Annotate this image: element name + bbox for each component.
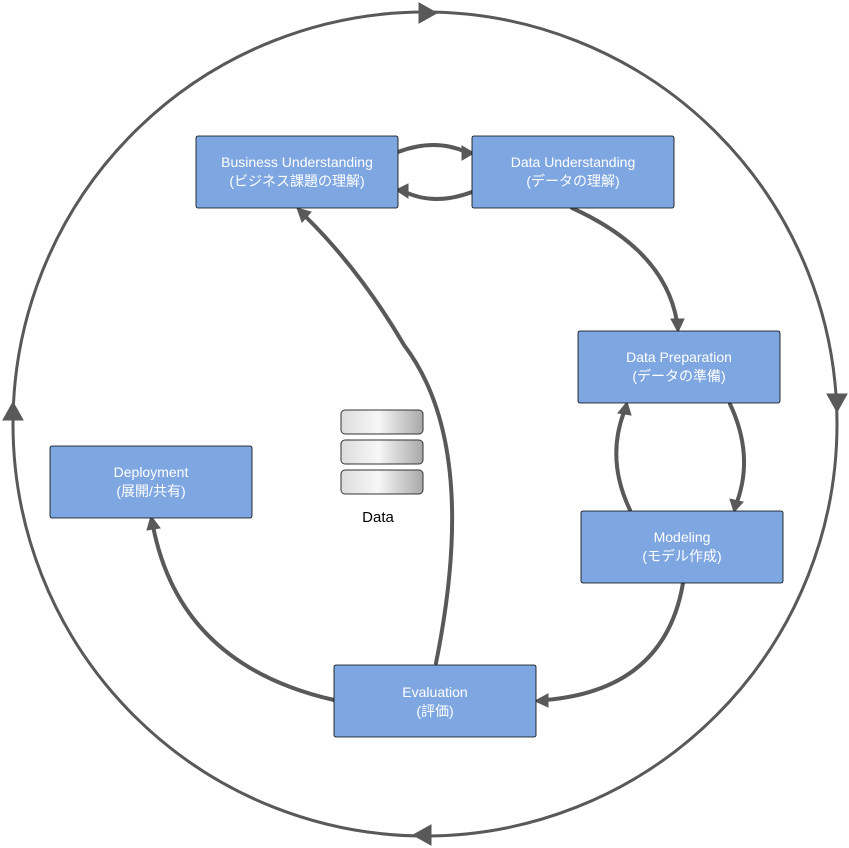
- arrow-preparation-to-modeling: [728, 402, 746, 504]
- database-disk-middle: [340, 439, 424, 465]
- box-data-preparation-title: Data Preparation: [626, 349, 732, 365]
- box-business-understanding-title: Business Understanding: [221, 154, 373, 170]
- arrow-data-understanding-to-business: [403, 190, 474, 201]
- arrow-modeling-to-preparation: [614, 410, 632, 512]
- arrow-evaluation-to-business: [303, 214, 455, 665]
- box-data-understanding-subtitle: (データの理解): [526, 173, 619, 189]
- arrow-business-to-data-understanding-head: [461, 145, 475, 161]
- arrow-evaluation-to-deployment-head: [146, 514, 161, 531]
- arrow-modeling-to-evaluation: [543, 581, 685, 702]
- box-modeling: Modeling (モデル作成): [580, 510, 784, 584]
- arrow-evaluation-to-business-head: [296, 207, 312, 223]
- arrow-business-to-data-understanding: [396, 143, 468, 154]
- box-evaluation: Evaluation (評価): [333, 664, 537, 738]
- outer-arrow-right: [826, 393, 848, 414]
- arrow-data-understanding-to-business-head: [395, 183, 409, 199]
- database-label: Data: [362, 509, 394, 526]
- database-icon: [340, 409, 424, 495]
- outer-arrow-top: [418, 2, 439, 24]
- box-deployment-title: Deployment: [114, 464, 189, 480]
- arrow-data-understanding-to-preparation-head: [670, 318, 685, 334]
- box-deployment: Deployment (展開/共有): [49, 445, 253, 519]
- outer-arrow-left: [2, 400, 24, 421]
- arrow-data-understanding-to-preparation: [570, 206, 679, 324]
- box-business-understanding: Business Understanding (ビジネス課題の理解): [195, 135, 399, 209]
- database-disk-top: [340, 409, 424, 435]
- box-data-preparation-subtitle: (データの準備): [632, 368, 725, 384]
- arrow-preparation-to-modeling-head: [729, 498, 744, 513]
- arrow-modeling-to-evaluation-head: [533, 693, 549, 708]
- box-data-preparation: Data Preparation (データの準備): [577, 330, 781, 404]
- box-modeling-subtitle: (モデル作成): [642, 548, 721, 564]
- database-disk-bottom: [340, 469, 424, 495]
- box-modeling-title: Modeling: [654, 529, 711, 545]
- arrow-evaluation-to-deployment: [151, 524, 336, 702]
- outer-arrow-bottom: [411, 824, 432, 846]
- arrow-modeling-to-preparation-head: [617, 400, 632, 416]
- box-evaluation-subtitle: (評価): [416, 703, 453, 719]
- box-business-understanding-subtitle: (ビジネス課題の理解): [229, 173, 364, 189]
- box-evaluation-title: Evaluation: [402, 684, 467, 700]
- box-deployment-subtitle: (展開/共有): [116, 483, 185, 499]
- box-data-understanding-title: Data Understanding: [511, 154, 636, 170]
- box-data-understanding: Data Understanding (データの理解): [471, 135, 675, 209]
